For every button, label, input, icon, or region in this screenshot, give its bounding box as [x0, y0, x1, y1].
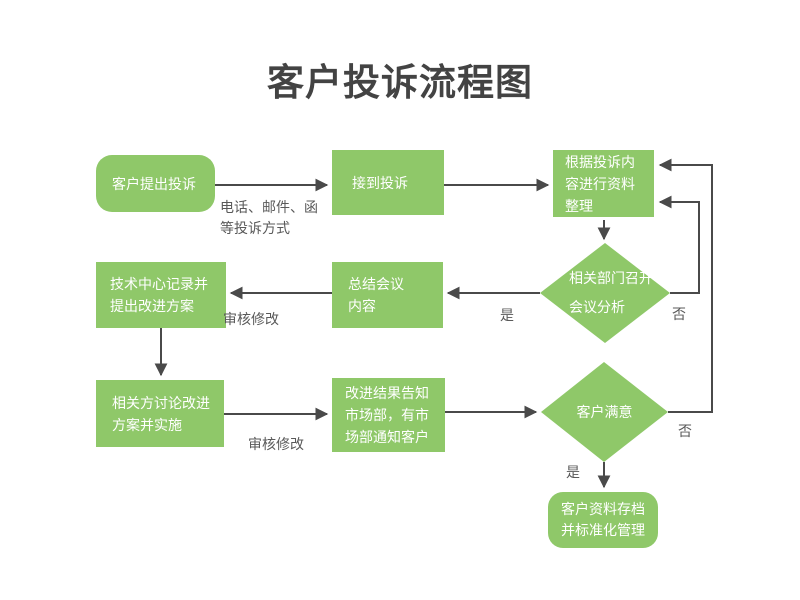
node-record: 技术中心记录并 提出改进方案 — [96, 262, 226, 328]
edge-meeting-no-loop — [658, 195, 700, 294]
text-line: 场部通知客户 — [345, 429, 429, 445]
edge-satisfied-no-loop — [658, 158, 713, 413]
text-line: 客户满意 — [576, 404, 633, 420]
node-archive: 客户资料存档 并标准化管理 — [548, 492, 658, 548]
edge-label-yes-2: 是 — [566, 464, 580, 480]
text-line: 根据投诉内 — [565, 153, 635, 170]
node-notify: 改进结果告知 市场部，有市 场部通知客户 — [332, 378, 445, 452]
edge-label-no-2: 否 — [678, 423, 692, 439]
node-dept-meeting-shape — [540, 243, 670, 343]
text-line: 方案并实施 — [112, 416, 182, 433]
text-line: 提出改进方案 — [110, 298, 194, 314]
text-line: 整理 — [565, 197, 593, 214]
text-line: 客户资料存档 — [561, 501, 645, 517]
node-start: 客户提出投诉 — [96, 155, 215, 212]
edge-label-no-1: 否 — [672, 306, 686, 322]
node-summary: 总结会议 内容 — [332, 262, 443, 328]
text-line: 总结会议 — [348, 276, 404, 292]
edge-label-review-1: 审核修改 — [223, 311, 279, 327]
text-line: 容进行资料 — [565, 175, 635, 192]
text-line: 市场部，有市 — [345, 407, 429, 423]
text-line: 等投诉方式 — [220, 220, 290, 236]
text-line: 客户提出投诉 — [112, 175, 196, 192]
node-organize: 根据投诉内 容进行资料 整理 — [553, 150, 654, 217]
node-satisfied-shape — [541, 362, 668, 462]
text-line: 相关部门召开 — [569, 270, 653, 286]
node-dept-meeting-label: 相关部门召开 会议分析 — [540, 243, 670, 343]
text-line: 改进结果告知 — [345, 385, 429, 401]
text-line: 并标准化管理 — [561, 522, 645, 538]
edge-label-method: 电话、邮件、函 等投诉方式 — [220, 197, 318, 239]
text-line: 相关方讨论改进 — [112, 394, 210, 411]
text-line: 接到投诉 — [352, 174, 408, 191]
text-line: 内容 — [348, 298, 376, 314]
node-satisfied-label: 客户满意 — [541, 362, 668, 462]
node-discuss: 相关方讨论改进 方案并实施 — [96, 380, 224, 447]
page-title: 客户投诉流程图 — [267, 62, 533, 103]
edge-label-review-2: 审核修改 — [248, 436, 304, 452]
text-line: 电话、邮件、函 — [220, 199, 318, 215]
text-line: 技术中心记录并 — [110, 276, 208, 292]
edge-label-yes-1: 是 — [500, 307, 514, 323]
text-line: 会议分析 — [569, 299, 625, 315]
node-receive: 接到投诉 — [332, 150, 444, 215]
